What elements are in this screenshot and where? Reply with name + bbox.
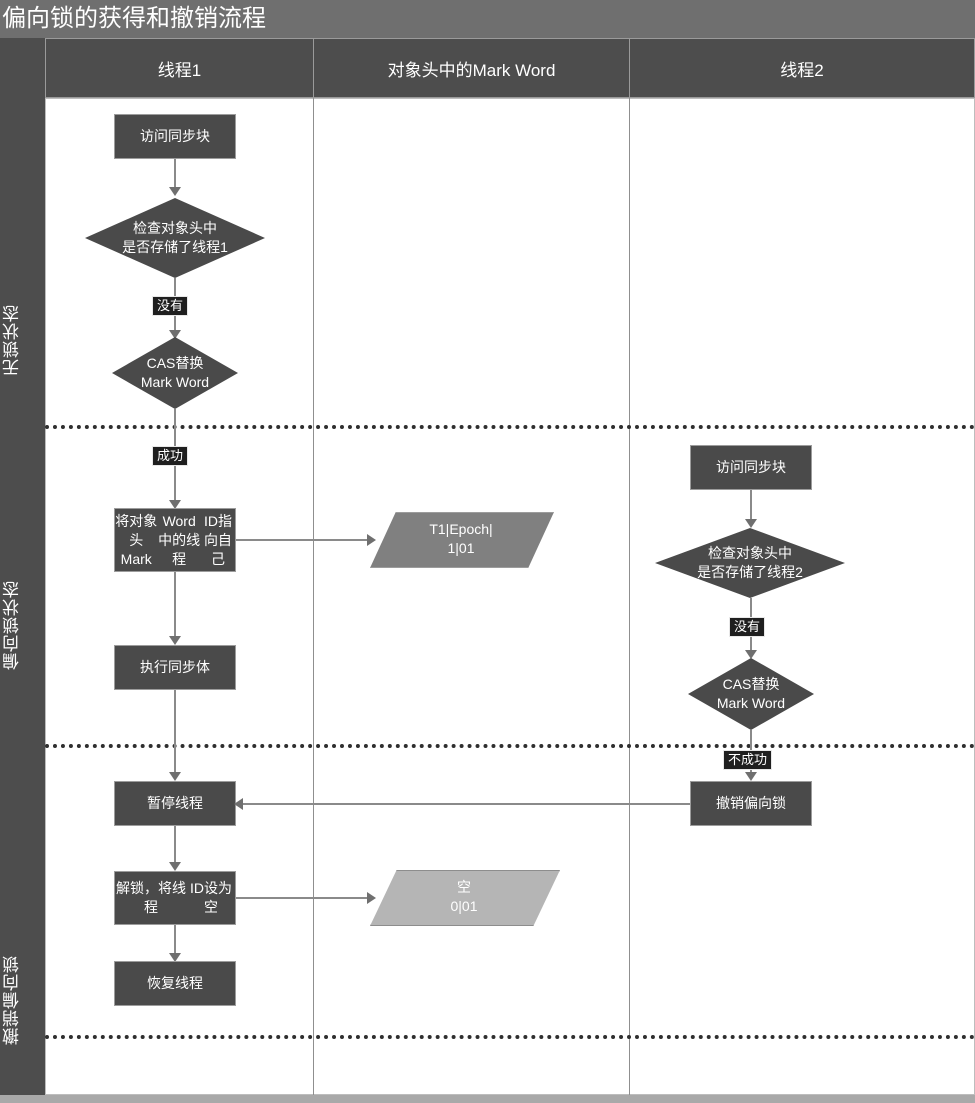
node-t2-check[interactable]: 检查对象头中是否存储了线程2 <box>655 528 845 598</box>
lane-divider-unlocked-biased <box>45 425 975 429</box>
lane-label-unlocked: 无锁状态 <box>3 304 22 376</box>
node-t2-revoke[interactable]: 撤销偏向锁 <box>690 781 812 826</box>
column-separator-2 <box>629 98 630 1095</box>
node-markword-empty[interactable]: 空 0|01 <box>370 870 560 926</box>
node-t1-resume[interactable]: 恢复线程 <box>114 961 236 1006</box>
lane-divider-biased-revoke <box>45 744 975 748</box>
lane-divider-bottom <box>45 1035 975 1039</box>
edge-label-t1-no: 没有 <box>152 296 189 316</box>
parallelogram-shape <box>370 512 554 568</box>
node-t1-check-label: 检查对象头中是否存储了线程1 <box>122 220 228 255</box>
title-bar: 偏向锁的获得和撤销流程 <box>0 0 975 38</box>
column-separator-1 <box>313 98 314 1095</box>
lane-label-band <box>0 38 45 1095</box>
arrowhead-t1-exec <box>169 636 181 645</box>
lane-label-revoke: 撤销偏向锁 <box>3 955 22 1045</box>
markword-biased-line1: T1|Epoch| <box>429 521 493 537</box>
edge-revoke-to-pause <box>240 803 690 805</box>
edge-t1-setid-to-exec <box>174 572 176 640</box>
arrowhead-t2-revoke <box>745 772 757 781</box>
arrowhead-t1-setid <box>169 500 181 509</box>
edge-t2-enter-to-check <box>750 490 752 524</box>
node-markword-biased[interactable]: T1|Epoch| 1|01 <box>370 512 554 568</box>
arrowhead-t1-unlock <box>169 862 181 871</box>
arrowhead-t2-check <box>745 519 757 528</box>
node-t1-exec[interactable]: 执行同步体 <box>114 645 236 690</box>
arrowhead-t2-cas <box>745 650 757 659</box>
edge-label-t1-success: 成功 <box>152 446 189 466</box>
markword-empty-line1: 空 <box>457 879 471 895</box>
edge-t1-pause-to-unlock <box>174 826 176 868</box>
node-t1-enter[interactable]: 访问同步块 <box>114 114 236 159</box>
bottom-strip <box>0 1095 975 1103</box>
node-t2-check-label: 检查对象头中是否存储了线程2 <box>697 545 803 580</box>
node-t1-check[interactable]: 检查对象头中是否存储了线程1 <box>85 198 265 278</box>
column-header-thread2: 线程2 <box>629 38 975 98</box>
edge-t1-unlock-to-resume <box>174 925 176 960</box>
edge-label-t2-fail: 不成功 <box>723 750 773 770</box>
arrowhead-t1-check <box>169 187 181 196</box>
arrowhead-markword-biased <box>367 534 376 546</box>
markword-empty-line2: 0|01 <box>450 898 478 914</box>
column-header-markword: 对象头中的Mark Word <box>313 38 630 98</box>
node-markword-biased-label: T1|Epoch| 1|01 <box>429 520 492 558</box>
node-t2-enter[interactable]: 访问同步块 <box>690 445 812 490</box>
edge-setid-to-markword <box>236 539 370 541</box>
edge-label-t2-no: 没有 <box>729 617 766 637</box>
parallelogram-shape <box>370 870 560 926</box>
markword-biased-line2: 1|01 <box>447 540 475 556</box>
arrowhead-t1-resume <box>169 953 181 962</box>
arrowhead-markword-empty <box>367 892 376 904</box>
column-header-thread1: 线程1 <box>45 38 314 98</box>
page-title: 偏向锁的获得和撤销流程 <box>2 5 266 32</box>
edge-t1-enter-to-check <box>174 159 176 189</box>
arrowhead-pause-from-revoke <box>234 798 243 810</box>
edge-unlock-to-markword <box>236 897 370 899</box>
arrowhead-t1-cas <box>169 330 181 339</box>
edge-t1-exec-to-pause <box>174 690 176 778</box>
arrowhead-t1-pause <box>169 772 181 781</box>
node-markword-empty-label: 空 0|01 <box>451 878 478 916</box>
node-t1-pause[interactable]: 暂停线程 <box>114 781 236 826</box>
lane-label-biased: 偏向锁状态 <box>3 580 22 670</box>
